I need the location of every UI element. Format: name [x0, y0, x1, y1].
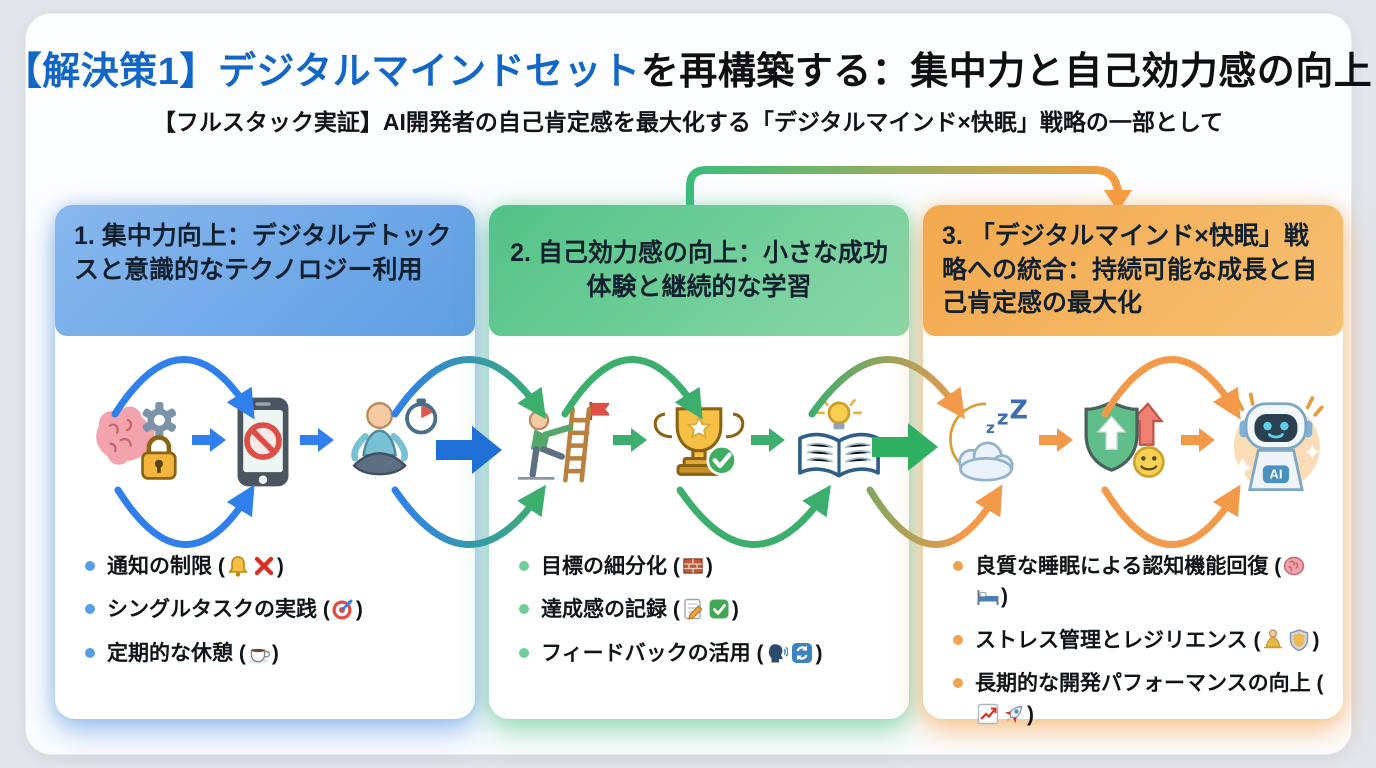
bullet-dot — [519, 647, 529, 658]
bullet-dot — [85, 561, 95, 571]
page-title: 【解決策1】デジタルマインドセットを再構築する：集中力と自己効力感の向上 — [0, 40, 1376, 95]
flow-arrow-icon — [613, 427, 647, 458]
column-focus-header: 1. 集中力向上：デジタルデトックスと意識的なテクノロジー利用 — [55, 205, 475, 336]
chart-rising-icon — [975, 703, 1001, 726]
list-item: シングルタスクの実践 () — [85, 595, 461, 625]
svg-text:Z: Z — [1010, 395, 1028, 425]
flow-arrow-icon — [1039, 427, 1073, 458]
list-item: ストレス管理とレジリエンス () — [953, 626, 1329, 656]
shield-growth-smiley-icon — [1077, 392, 1177, 492]
check-box-icon — [706, 598, 732, 621]
svg-text:z: z — [997, 406, 1009, 430]
refresh-icon — [789, 642, 815, 665]
flow-arrow-icon — [1181, 427, 1215, 458]
column-integration-header: 3. 「デジタルマインド×快眠」戦略への統合：持続可能な成長と自己肯定感の最大化 — [923, 205, 1343, 336]
bell-icon — [225, 555, 251, 578]
open-book-lightbulb-icon — [789, 392, 889, 492]
sleep-moon-cloud-icon: z z Z — [935, 392, 1035, 492]
speaking-head-icon — [763, 642, 790, 665]
meditation-icon — [1260, 629, 1286, 652]
bullet-dot — [519, 604, 529, 615]
phone-do-not-disturb-icon — [230, 393, 296, 491]
column-self-efficacy-flow — [489, 336, 909, 548]
list-item: 達成感の記録 () — [519, 595, 895, 625]
coffee-icon — [246, 642, 272, 665]
bullet-dot — [519, 561, 529, 571]
rocket-icon — [1001, 703, 1027, 726]
flow-arrow-icon — [300, 427, 334, 458]
memo-pencil-icon — [680, 598, 706, 621]
bullet-dot — [953, 678, 963, 689]
bullet-dot — [953, 561, 963, 571]
ladder-climber-flag-icon — [509, 392, 609, 492]
column-integration-flow: z z Z — [923, 336, 1343, 548]
list-item: 通知の制限 () — [85, 552, 461, 582]
list-item: 定期的な休憩 () — [85, 639, 461, 669]
title-rest: を再構築する：集中力と自己効力感の向上 — [640, 51, 1373, 93]
column-integration-bullets: 良質な睡眠による認知機能回復 () ストレス管理とレジリエンス () 長期的な開… — [923, 548, 1343, 730]
column-self-efficacy-header: 2. 自己効力感の向上：小さな成功体験と継続的な学習 — [489, 205, 909, 336]
bullet-dot — [953, 634, 963, 645]
brain-icon — [1281, 555, 1307, 578]
flow-arrow-icon — [751, 427, 785, 458]
page-subtitle: 【フルスタック実証】AI開発者の自己肯定感を最大化する「デジタルマインド×快眠」… — [152, 109, 1224, 135]
meditating-person-stopwatch-icon — [338, 392, 442, 492]
bullet-dot — [85, 647, 95, 658]
column-focus-flow — [55, 336, 475, 548]
column-self-efficacy: 2. 自己効力感の向上：小さな成功体験と継続的な学習 — [489, 205, 909, 719]
column-self-efficacy-bullets: 目標の細分化 () 達成感の記録 () フィードバックの活用 () — [489, 548, 909, 669]
list-item: 長期的な開発パフォーマンスの向上 () — [953, 669, 1329, 730]
svg-text:AI: AI — [1269, 466, 1282, 481]
cross-mark-icon — [251, 555, 277, 578]
column-integration: 3. 「デジタルマインド×快眠」戦略への統合：持続可能な成長と自己肯定感の最大化… — [923, 205, 1343, 726]
brain-gear-lock-icon — [88, 392, 188, 492]
target-icon — [330, 598, 356, 621]
bullet-dot — [85, 604, 95, 615]
column-focus: 1. 集中力向上：デジタルデトックスと意識的なテクノロジー利用 — [55, 205, 475, 719]
svg-text:z: z — [986, 419, 995, 437]
list-item: 目標の細分化 () — [519, 552, 895, 582]
flow-arrow-icon — [192, 427, 226, 458]
trophy-check-icon — [651, 392, 747, 492]
bed-icon — [975, 585, 1001, 608]
brick-icon — [680, 555, 706, 578]
list-item: フィードバックの活用 () — [519, 639, 895, 669]
title-highlight: 【解決策1】デジタルマインドセット — [3, 51, 641, 93]
shield-icon — [1286, 629, 1312, 652]
column-focus-bullets: 通知の制限 () シングルタスクの実践 () 定期的な休憩 () — [55, 548, 475, 669]
ai-robot-icon: AI — [1219, 390, 1331, 494]
list-item: 良質な睡眠による認知機能回復 () — [953, 552, 1329, 613]
